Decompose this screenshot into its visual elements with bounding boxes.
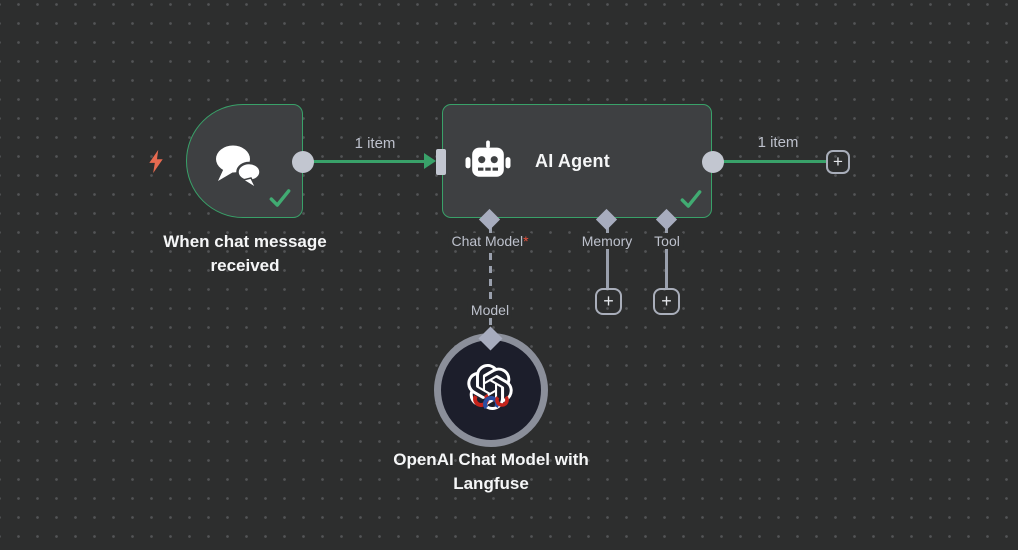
success-check-icon (680, 190, 702, 208)
node-ai-agent[interactable]: AI Agent (442, 104, 712, 218)
edge-arrowhead-icon (424, 153, 436, 169)
chat-bubbles-icon (216, 145, 262, 191)
node-openai-chat-model[interactable] (434, 333, 548, 447)
model-connection-label: Model (467, 302, 513, 318)
success-check-icon (269, 189, 291, 207)
model-node-title: OpenAI Chat Model with Langfuse (393, 450, 589, 493)
trigger-output-handle[interactable] (292, 151, 314, 173)
langfuse-icon (473, 391, 509, 412)
required-asterisk: * (523, 233, 529, 249)
edge-memory-stub (606, 227, 609, 290)
openai-logo (467, 364, 513, 410)
plus-icon: + (661, 291, 672, 311)
agent-node-title: AI Agent (535, 150, 610, 171)
add-memory-button[interactable]: + (595, 288, 622, 315)
edge-trigger-to-agent[interactable] (303, 160, 427, 163)
edge-tool-stub (665, 227, 668, 290)
edge-items-count-label: 1 item (757, 134, 799, 151)
edge-agent-output[interactable] (713, 160, 827, 163)
add-tool-button[interactable]: + (653, 288, 680, 315)
agent-output-handle[interactable] (702, 151, 724, 173)
robot-icon (465, 140, 511, 177)
plus-icon: + (603, 291, 614, 311)
add-next-node-button[interactable]: + (826, 150, 850, 174)
edge-chatmodel-connection[interactable] (489, 227, 492, 339)
memory-input-label: Memory (578, 233, 636, 249)
agent-input-handle[interactable] (436, 149, 446, 175)
edge-items-count-label: 1 item (354, 135, 396, 152)
plus-icon: + (833, 152, 843, 171)
tool-input-label: Tool (651, 233, 683, 249)
chat-model-input-label: Chat Model* (448, 233, 532, 249)
lightning-bolt-icon[interactable] (145, 149, 167, 174)
trigger-node-title: When chat message received (163, 232, 327, 275)
node-when-chat-message-received[interactable] (186, 104, 303, 218)
